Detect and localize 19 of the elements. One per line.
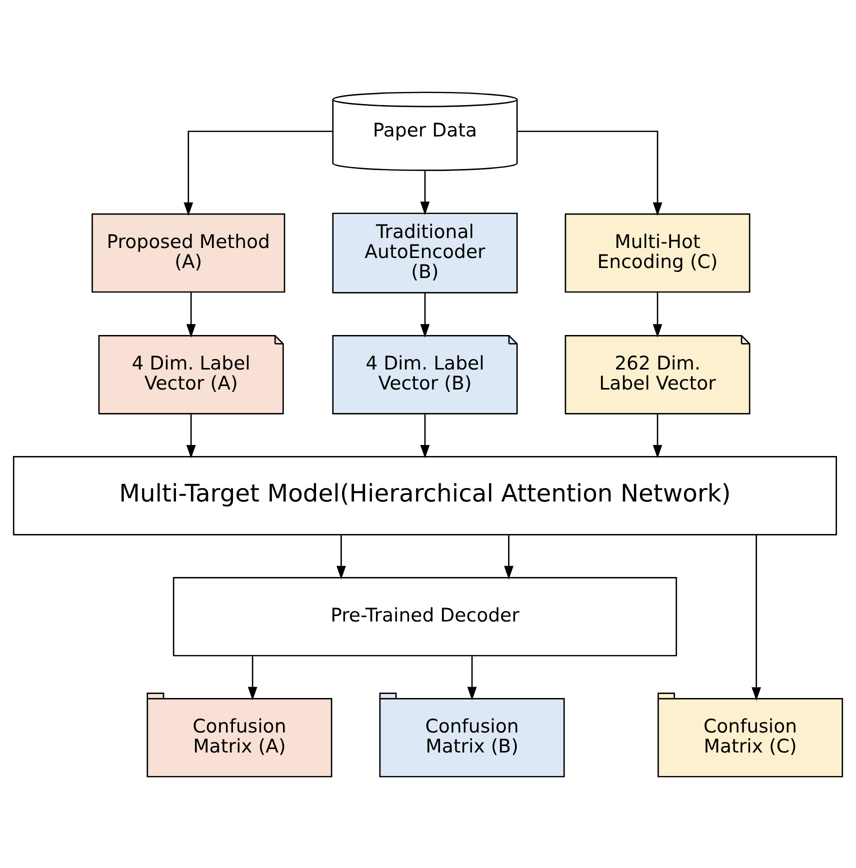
arrow	[186, 292, 196, 338]
node-box: Multi-Target Model(Hierarchical Attention Network)	[12, 456, 837, 535]
arrow	[467, 656, 477, 700]
arrow	[248, 656, 258, 700]
node-box: Traditional AutoEncoder (B)	[332, 212, 518, 293]
arrow	[652, 292, 662, 338]
arrow	[186, 414, 196, 458]
arrow	[752, 534, 762, 700]
node-box: Multi-Hot Encoding (C)	[564, 212, 750, 292]
arrow	[420, 170, 430, 215]
arrow	[504, 534, 514, 579]
arrow	[652, 414, 662, 458]
arrow	[336, 534, 346, 579]
node-box: Proposed Method (A)	[92, 212, 286, 292]
node-box: Pre-Trained Decoder	[172, 576, 678, 656]
arrow	[184, 130, 333, 216]
arrow	[518, 130, 662, 216]
arrow	[420, 414, 430, 458]
arrow	[420, 292, 430, 338]
